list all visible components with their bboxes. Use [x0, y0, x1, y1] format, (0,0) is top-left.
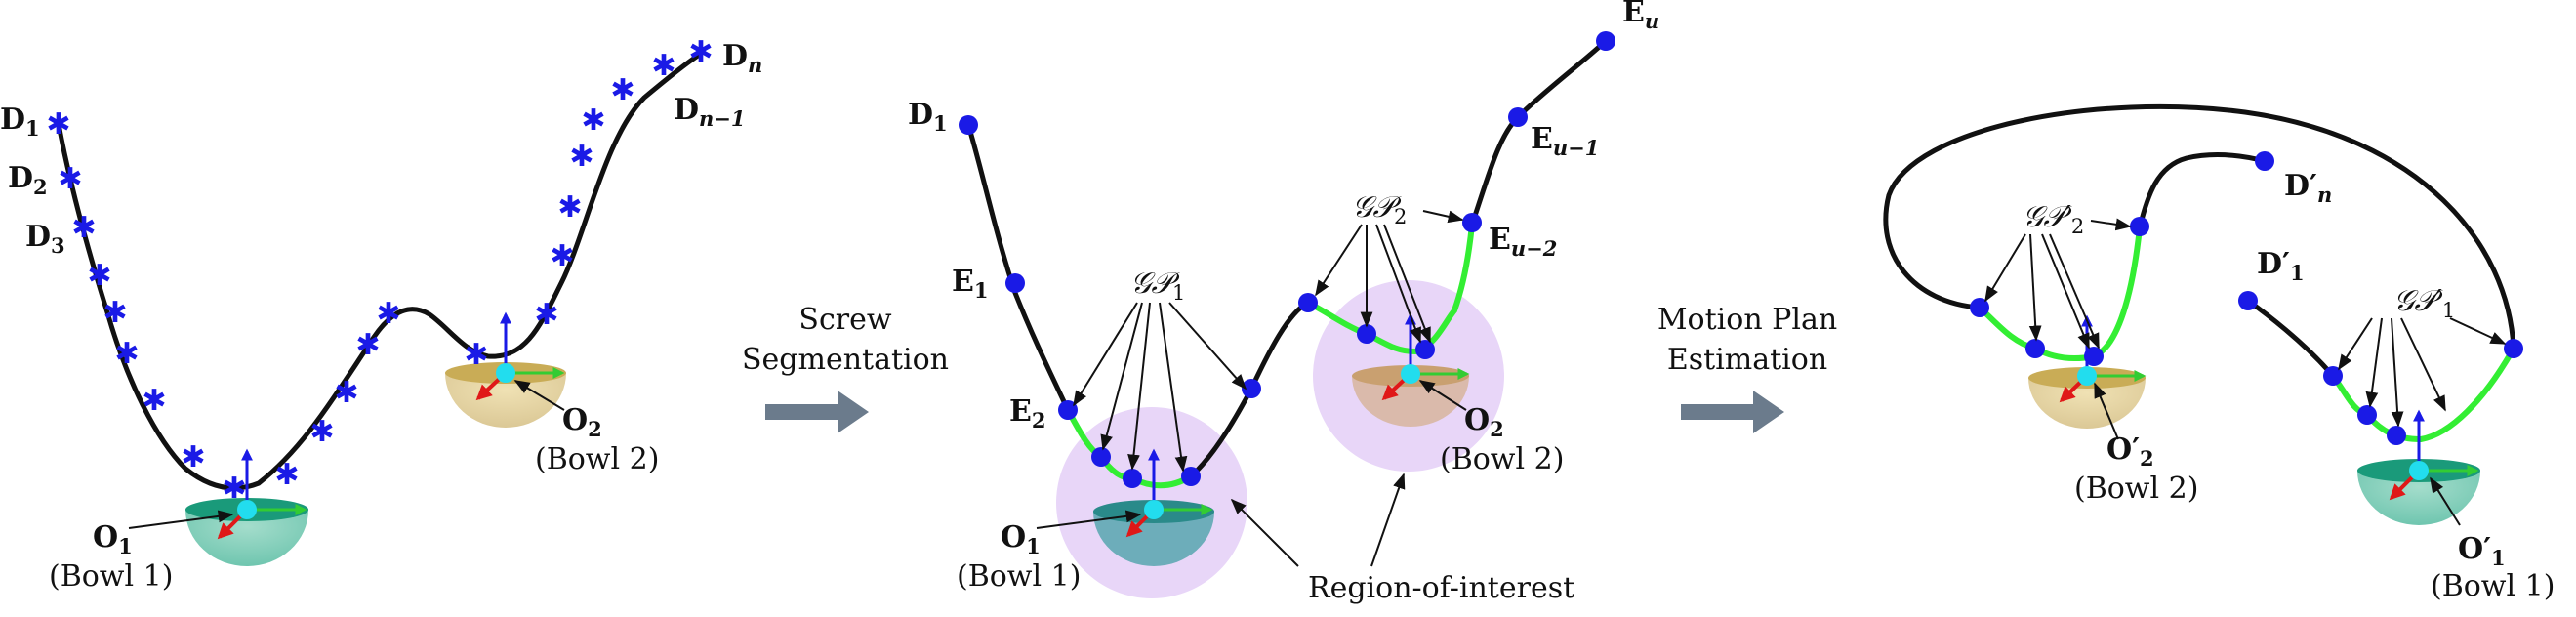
panel-1-raw-demonstration: ✱ ✱ ✱ ✱ ✱ ✱ ✱ ✱ ✱ ✱ ✱ ✱ ✱ ✱ ✱ ✱ ✱ ✱ ✱ ✱ …	[0, 35, 762, 594]
demonstration-trajectory	[56, 51, 703, 491]
svg-text:✱: ✱	[610, 73, 634, 107]
svg-text:✱: ✱	[334, 376, 358, 410]
svg-text:✱: ✱	[274, 458, 299, 492]
label-bowl-1: (Bowl 1)	[49, 559, 173, 594]
label-o1: O1	[93, 520, 133, 558]
svg-text:✱: ✱	[557, 190, 582, 225]
bowl-1-frame	[217, 448, 307, 540]
label-o2: O2	[1464, 403, 1504, 441]
arrow-2-label-line-2: Estimation	[1667, 343, 1827, 377]
bowl-2-frame	[1381, 312, 1470, 401]
label-d1-prime: D′1	[2257, 247, 2305, 285]
svg-text:✱: ✱	[376, 297, 400, 331]
svg-text:✱: ✱	[222, 472, 246, 506]
svg-text:✱: ✱	[651, 49, 675, 83]
segment-keypoints	[1970, 151, 2523, 445]
svg-text:✱: ✱	[309, 415, 334, 449]
svg-text:✱: ✱	[581, 103, 605, 138]
svg-text:✱: ✱	[58, 162, 82, 196]
arrow-motion-plan-estimation: Motion Plan Estimation	[1657, 303, 1837, 433]
svg-text:✱: ✱	[569, 140, 593, 174]
label-bowl-1: (Bowl 1)	[957, 559, 1081, 594]
label-e2: E2	[1009, 394, 1046, 432]
waypoint-markers: ✱ ✱ ✱ ✱ ✱ ✱ ✱ ✱ ✱ ✱ ✱ ✱ ✱ ✱ ✱ ✱ ✱ ✱ ✱ ✱ …	[46, 35, 713, 506]
svg-text:✱: ✱	[87, 259, 111, 293]
arrow-1-label-line-1: Screw	[798, 303, 891, 337]
svg-text:✱: ✱	[46, 107, 70, 142]
svg-text:✱: ✱	[550, 239, 574, 273]
label-eu-minus-1: Eu−1	[1531, 122, 1599, 160]
label-gp2-prime: 𝒢𝒫′2	[2023, 200, 2084, 238]
bowl-2-frame	[475, 311, 565, 401]
label-o1-prime: O′1	[2458, 532, 2506, 570]
label-bowl-1: (Bowl 1)	[2431, 569, 2555, 603]
label-gp1-prime: 𝒢𝒫′1	[2393, 284, 2455, 322]
segment-keypoints	[959, 31, 1615, 488]
panel-3-motion-plan: 𝒢𝒫′2 𝒢𝒫′1 D′n D′1 O′2 (Bowl 2) O′1 (Bowl…	[1883, 103, 2555, 603]
label-region-of-interest: Region-of-interest	[1308, 571, 1574, 605]
label-d1: D1	[0, 103, 40, 141]
label-gp1: 𝒢𝒫1	[1130, 267, 1185, 305]
svg-text:✱: ✱	[181, 440, 205, 474]
svg-text:✱: ✱	[355, 328, 380, 362]
right-arrow-icon	[765, 391, 869, 433]
label-eu-minus-2: Eu−2	[1489, 223, 1557, 261]
label-dn-minus-1: Dn−1	[674, 93, 746, 131]
svg-text:✱: ✱	[534, 298, 558, 332]
panel-2-screw-segmentation: D1 E1 E2 Eu Eu−1 Eu−2 𝒢𝒫1 𝒢𝒫2 O1 (Bowl 1…	[908, 0, 1659, 605]
label-d2: D2	[8, 161, 48, 199]
arrow-2-label-line-1: Motion Plan	[1657, 303, 1837, 337]
right-arrow-icon	[1681, 391, 1784, 433]
arrow-screw-segmentation: Screw Segmentation	[742, 303, 949, 433]
label-d1: D1	[908, 98, 948, 136]
svg-text:✱: ✱	[102, 296, 127, 330]
svg-text:✱: ✱	[688, 35, 713, 69]
label-bowl-2: (Bowl 2)	[535, 442, 659, 476]
label-o2-prime: O′2	[2106, 432, 2154, 471]
svg-text:✱: ✱	[71, 211, 96, 245]
label-e1: E1	[952, 265, 989, 303]
label-o2: O2	[562, 403, 602, 441]
svg-text:✱: ✱	[114, 337, 139, 371]
arrow-1-label-line-2: Segmentation	[742, 343, 949, 377]
label-gp2: 𝒢𝒫2	[1352, 190, 1407, 228]
label-dn-prime: D′n	[2284, 169, 2332, 207]
svg-text:✱: ✱	[464, 338, 488, 372]
label-bowl-2: (Bowl 2)	[2074, 472, 2198, 506]
svg-text:✱: ✱	[142, 384, 166, 418]
label-dn: Dn	[722, 39, 762, 77]
label-o1: O1	[1001, 520, 1041, 558]
bowl-1-new-frame	[2389, 409, 2479, 501]
label-d3: D3	[25, 220, 65, 258]
label-bowl-2: (Bowl 2)	[1440, 442, 1564, 476]
label-eu: Eu	[1622, 0, 1659, 33]
